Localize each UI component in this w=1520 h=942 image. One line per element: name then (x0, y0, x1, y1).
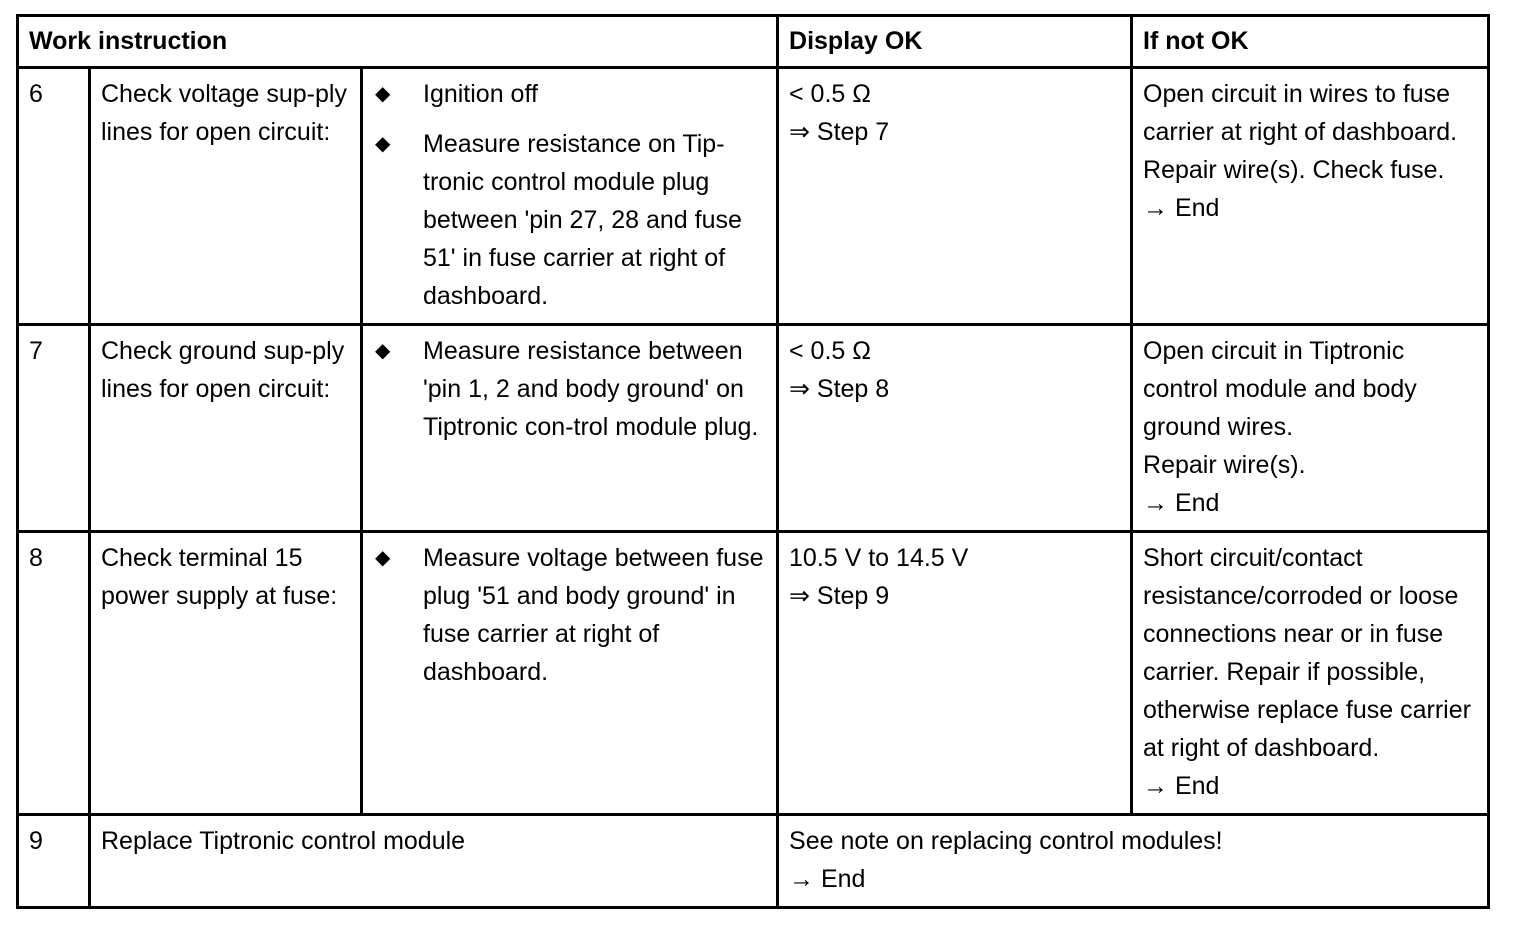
step-number: 9 (16, 813, 91, 909)
step-task: Check ground sup-ply lines for open circ… (88, 323, 363, 533)
list-item-label: Measure resistance on Tip-tronic control… (423, 130, 742, 310)
step-number: 7 (16, 323, 91, 533)
step-task: Check terminal 15 power supply at fuse: (88, 530, 363, 816)
step-number: 8 (16, 530, 91, 816)
end-reference: → End (1143, 489, 1220, 517)
fault-cause: Short circuit/contact resistance/corrode… (1143, 544, 1471, 762)
step-display-ok: < 0.5 Ω ⇒ Step 8 (776, 323, 1134, 533)
header-if-not-ok: If not OK (1130, 14, 1491, 69)
fault-cause: Open circuit in wires to fuse carrier at… (1143, 80, 1458, 146)
header-work-instruction: Work instruction (15, 14, 780, 69)
table-row: 8 Check terminal 15 power supply at fuse… (16, 530, 1491, 816)
remedy-action: Repair wire(s). Check fuse. (1143, 156, 1445, 184)
list-item-label: Ignition off (423, 80, 538, 108)
end-reference: → End (1143, 772, 1220, 800)
list-item-label: Measure resistance between 'pin 1, 2 and… (423, 337, 759, 441)
step-if-not-ok: Open circuit in wires to fuse carrier at… (1130, 66, 1491, 326)
table-row: 9 Replace Tiptronic control module See n… (16, 813, 1491, 909)
end-reference: → End (1143, 194, 1220, 222)
table-header-row: Work instruction Display OK If not OK (15, 14, 1491, 69)
measured-value: 10.5 V to 14.5 V (789, 544, 969, 572)
list-item: ◆ Measure voltage between fuse plug '51 … (373, 539, 766, 691)
diamond-bullet-icon: ◆ (375, 340, 391, 362)
table-row: 6 Check voltage sup-ply lines for open c… (16, 66, 1491, 326)
step-task: Check voltage sup-ply lines for open cir… (88, 66, 363, 326)
step-display-ok: 10.5 V to 14.5 V ⇒ Step 9 (776, 530, 1134, 816)
step-details: ◆ Measure voltage between fuse plug '51 … (359, 530, 780, 816)
bullet-list: ◆ Ignition off ◆ Measure resistance on T… (373, 75, 766, 315)
step-number: 6 (16, 66, 91, 326)
diamond-bullet-icon: ◆ (375, 83, 391, 105)
table-row: 7 Check ground sup-ply lines for open ci… (16, 323, 1491, 533)
remedy-action: Repair wire(s). (1143, 451, 1306, 479)
note-reference: See note on replacing control modules! (789, 827, 1223, 855)
bullet-list: ◆ Measure resistance between 'pin 1, 2 a… (373, 332, 766, 446)
step-task: Replace Tiptronic control module (87, 813, 780, 909)
header-display-ok: Display OK (776, 14, 1134, 69)
list-item: ◆ Ignition off (373, 75, 766, 113)
next-step-reference: ⇒ Step 9 (789, 582, 890, 610)
step-if-not-ok: Open circuit in Tiptronic control module… (1130, 323, 1491, 533)
step-details: ◆ Measure resistance between 'pin 1, 2 a… (359, 323, 780, 533)
diamond-bullet-icon: ◆ (375, 133, 391, 155)
step-display-ok: < 0.5 Ω ⇒ Step 7 (776, 66, 1134, 326)
next-step-reference: ⇒ Step 8 (789, 375, 890, 403)
next-step-reference: ⇒ Step 7 (789, 118, 890, 146)
fault-cause: Open circuit in Tiptronic control module… (1143, 337, 1417, 441)
list-item-label: Measure voltage between fuse plug '51 an… (423, 544, 764, 686)
measured-value: < 0.5 Ω (789, 80, 871, 108)
bullet-list: ◆ Measure voltage between fuse plug '51 … (373, 539, 766, 691)
list-item: ◆ Measure resistance between 'pin 1, 2 a… (373, 332, 766, 446)
work-instruction-table: Work instruction Display OK If not OK 6 … (15, 14, 1491, 909)
measured-value: < 0.5 Ω (789, 337, 871, 365)
step-details: ◆ Ignition off ◆ Measure resistance on T… (359, 66, 780, 326)
step-display-ok: See note on replacing control modules! →… (776, 813, 1491, 909)
diamond-bullet-icon: ◆ (375, 547, 391, 569)
list-item: ◆ Measure resistance on Tip-tronic contr… (373, 125, 766, 315)
step-if-not-ok: Short circuit/contact resistance/corrode… (1130, 530, 1491, 816)
end-reference: → End (789, 865, 866, 893)
